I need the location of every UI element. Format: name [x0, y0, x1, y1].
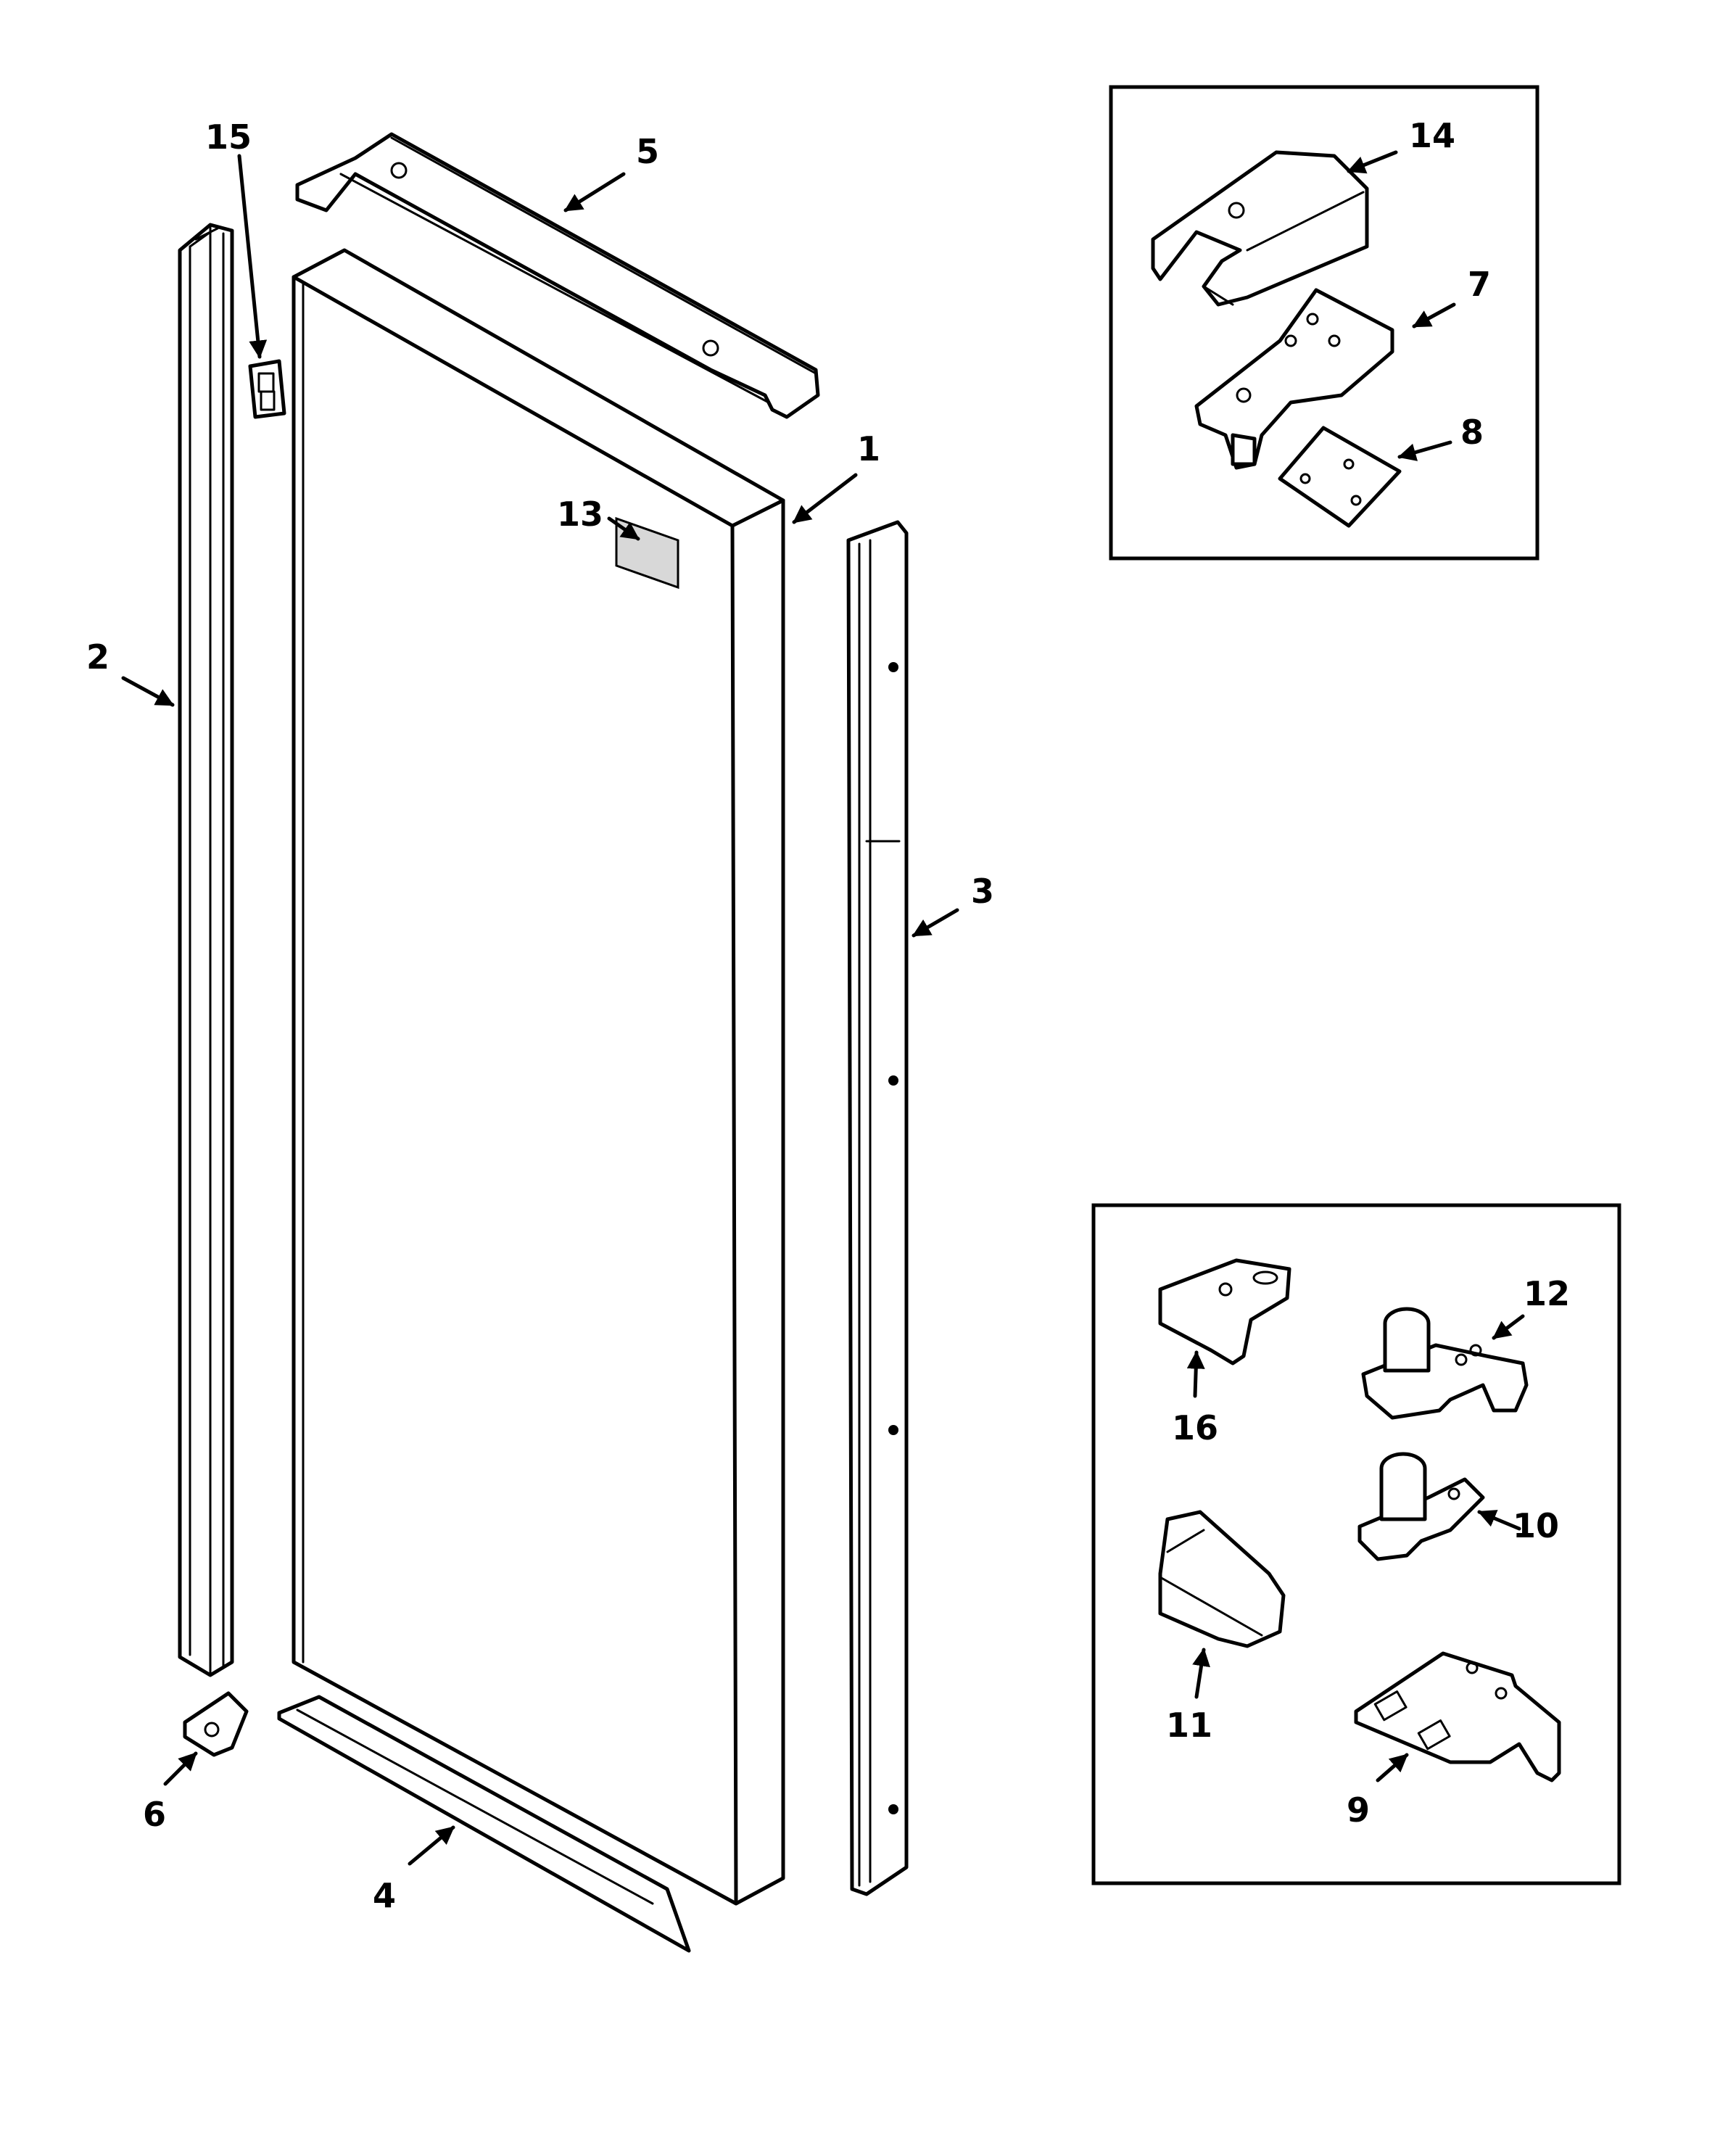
callout-14: 14 [1409, 116, 1455, 155]
callout-11: 11 [1166, 1706, 1212, 1745]
callout-3: 3 [971, 872, 994, 911]
part-8-shim [1278, 426, 1402, 528]
callout-5: 5 [636, 132, 659, 171]
callout-7: 7 [1468, 265, 1491, 304]
part-2-door-gasket [178, 223, 234, 1677]
part-7-top-hinge [1194, 288, 1394, 470]
callout-8: 8 [1460, 413, 1484, 452]
part-10-hinge-pin [1357, 1452, 1485, 1561]
part-3-side-trim [846, 520, 909, 1896]
part-15-clip [248, 359, 286, 419]
part-12-hinge-pin [1361, 1307, 1529, 1420]
part-16-bracket [1158, 1258, 1291, 1365]
callout-10: 10 [1513, 1506, 1559, 1545]
callout-16: 16 [1172, 1408, 1218, 1447]
callout-1: 1 [857, 429, 880, 468]
callout-9: 9 [1347, 1790, 1370, 1830]
leader-arrows [121, 150, 1525, 1866]
part-11-cover [1158, 1510, 1286, 1648]
callout-4: 4 [373, 1876, 396, 1915]
hinge-kit-inset-bottom [1091, 1203, 1621, 1885]
callout-15: 15 [205, 117, 252, 157]
hinge-kit-inset-top [1109, 85, 1539, 561]
callout-2: 2 [86, 637, 109, 677]
callout-6: 6 [143, 1795, 166, 1834]
part-9-bracket-plate [1354, 1651, 1561, 1782]
callout-12: 12 [1524, 1274, 1570, 1313]
part-6-bottom-cap [183, 1691, 249, 1757]
callout-13: 13 [557, 495, 603, 534]
part-1-door-panel [292, 248, 785, 1906]
part-14-hinge-cover [1151, 150, 1369, 307]
part-4-bottom-trim [277, 1695, 691, 1953]
part-5-top-trim [295, 132, 820, 419]
